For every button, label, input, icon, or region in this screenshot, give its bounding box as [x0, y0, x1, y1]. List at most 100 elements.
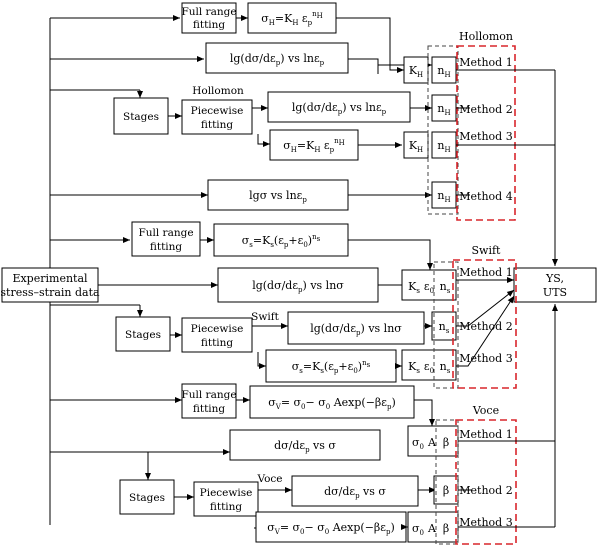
voce-method-1: Method 1: [459, 428, 512, 441]
piecewise-text-h1: Piecewise: [191, 105, 244, 117]
swift-method-1: Method 1: [459, 266, 512, 279]
full-range-text-s2: fitting: [150, 241, 183, 253]
piecewise-label-swift: Swift: [251, 311, 279, 323]
output-node: YS, UTS: [513, 267, 597, 303]
hollomon-equation-1: σH=KH εpnH: [261, 10, 322, 27]
voce-params-box-3: [407, 511, 459, 543]
param-beta-1: β: [443, 436, 449, 449]
param-s0-1: σ0: [412, 436, 424, 451]
param-beta-3: β: [443, 522, 449, 535]
param-ns-1: ns: [440, 280, 451, 295]
start-node: Experimental stress–strain data: [0, 267, 100, 303]
voce-equation-2: σV= σ0− σ0 Aexp(−βεp): [267, 521, 395, 536]
stages-text-s: Stages: [125, 329, 161, 341]
swift-equation-2: σs=Ks(εp+ε0)ns: [292, 359, 371, 375]
voce-params-box-1: [407, 425, 459, 457]
swift-title: Swift: [472, 244, 502, 257]
param-beta-box-2: [433, 475, 459, 505]
stages-box-v: [119, 479, 175, 515]
lg-s-ln-eps-box: [207, 179, 349, 211]
stages-box-h: [113, 97, 169, 135]
lg-ds-ln-eps-text-2: lg(dσ/dεp) vs lnεp: [292, 101, 387, 116]
voce-equation-box-2: [255, 511, 407, 543]
hollomon-method-1: Method 1: [459, 56, 512, 69]
lg-ds-ln-s-text-2: lg(dσ/dεp) vs lnσ: [310, 322, 402, 337]
full-range-text-v2: fitting: [193, 403, 226, 415]
hollomon-equation-box-2: [269, 129, 359, 161]
voce-title: Voce: [472, 404, 499, 417]
hollomon-equation-2: σH=KH εpnH: [283, 137, 344, 154]
swift-method-2: Method 2: [459, 320, 512, 333]
param-ns-3: ns: [440, 360, 451, 375]
ds-s-text-2: dσ/dεp vs σ: [324, 485, 386, 500]
voce-group: Full range fitting σV= σ0− σ0 Aexp(−βεp)…: [119, 304, 558, 545]
param-nH-box-3: [431, 131, 457, 159]
param-e0-1: ε0: [424, 280, 434, 295]
piecewise-fitting-box-v: [193, 481, 259, 517]
param-A-3: A: [427, 522, 437, 535]
full-range-text-v1: Full range: [181, 389, 236, 401]
swift-red-frame: [452, 259, 517, 389]
lg-ds-ln-s-box-1: [217, 267, 379, 303]
piecewise-fitting-box-h: [181, 99, 253, 135]
piecewise-label-hollomon: Hollomon: [192, 85, 244, 97]
lg-s-ln-eps-text: lgσ vs lnεp: [249, 189, 307, 204]
param-s0-3: σ0: [412, 522, 424, 537]
swift-params-box-3: [401, 349, 457, 381]
start-label-line2: stress–strain data: [0, 286, 100, 299]
param-KH-box-1: [403, 56, 429, 84]
hollomon-n-dashed-frame: [427, 45, 459, 215]
ds-s-text-1: dσ/dεp vs σ: [274, 439, 336, 454]
voce-method-2: Method 2: [459, 484, 512, 497]
full-range-text-h1: Full range: [181, 6, 236, 18]
swift-method-3: Method 3: [459, 352, 512, 365]
full-range-fitting-box-v: [181, 383, 237, 419]
lg-ds-ln-s-box-2: [287, 311, 425, 345]
lg-ds-ln-eps-box-1: [205, 42, 349, 74]
param-ns-2: ns: [439, 320, 450, 335]
ds-s-box-2: [291, 475, 419, 507]
spine-connectors: [49, 15, 230, 525]
start-label-line1: Experimental: [12, 272, 88, 285]
hollomon-group: Full range fitting σH=KH εpnH lg(dσ/dεp)…: [113, 2, 558, 266]
output-label-line1: YS,: [545, 272, 564, 285]
swift-equation-box-1: [213, 223, 349, 257]
output-label-line2: UTS: [543, 286, 567, 299]
ds-s-box-1: [229, 429, 381, 461]
piecewise-text-v1: Piecewise: [200, 487, 253, 499]
piecewise-text-v2: fitting: [210, 501, 243, 513]
piecewise-text-s2: fitting: [201, 337, 234, 349]
param-nH-box-2: [431, 94, 457, 122]
full-range-fitting-box-s: [131, 221, 201, 257]
hollomon-method-4: Method 4: [459, 190, 512, 203]
piecewise-text-s1: Piecewise: [191, 323, 244, 335]
swift-n-dashed-frame: [433, 261, 459, 389]
stages-text-v: Stages: [129, 492, 165, 504]
hollomon-title: Hollomon: [459, 30, 513, 43]
full-range-text-h2: fitting: [193, 19, 226, 31]
lg-ds-ln-eps-box-2: [267, 91, 411, 123]
voce-method-3: Method 3: [459, 516, 512, 529]
voce-beta-dashed-frame: [435, 419, 459, 545]
piecewise-text-h2: fitting: [201, 119, 234, 131]
piecewise-label-voce: Voce: [256, 473, 282, 485]
full-range-text-s1: Full range: [138, 227, 193, 239]
hollomon-method-2: Method 2: [459, 103, 512, 116]
lg-ds-ln-eps-text-1: lg(dσ/dεp) vs lnεp: [230, 52, 325, 67]
swift-equation-box-2: [265, 349, 397, 383]
swift-equation-1: σs=Ks(εp+ε0)ns: [242, 233, 321, 249]
swift-group: Full range fitting σs=Ks(εp+ε0)ns lg(dσ/…: [115, 221, 517, 389]
swift-params-box-1: [401, 269, 457, 301]
stages-box-s: [115, 316, 171, 352]
voce-equation-box-1: [249, 385, 415, 419]
voce-equation-1: σV= σ0− σ0 Aexp(−βεp): [268, 396, 396, 411]
hollomon-method-3: Method 3: [459, 130, 512, 143]
hollomon-red-frame: [456, 45, 516, 221]
stages-text-h: Stages: [123, 111, 159, 123]
param-e0-3: ε0: [424, 360, 434, 375]
lg-ds-ln-s-text-1: lg(dσ/dεp) vs lnσ: [252, 279, 344, 294]
param-nH-box-1: [431, 56, 457, 84]
param-A-1: A: [427, 436, 437, 449]
